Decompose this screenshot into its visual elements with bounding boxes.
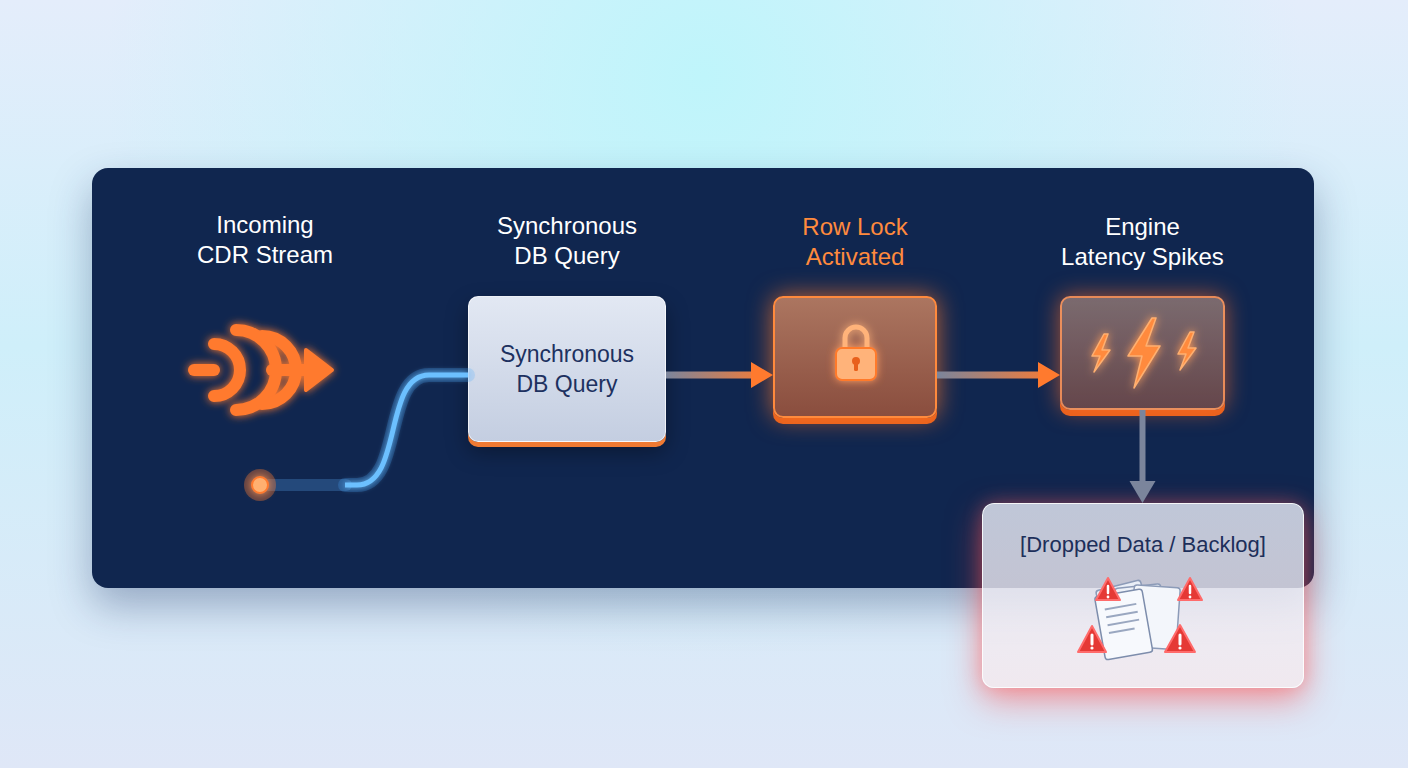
signal-icon [194,330,332,410]
backlog-box: [Dropped Data / Backlog] [982,503,1304,688]
stage-heading: Incoming CDR Stream [195,210,335,270]
connector-arrow [937,362,1060,388]
process-box: Synchronous DB QuerySynchronous DB Query [468,296,666,442]
connector-line [1140,410,1146,481]
stream-lead [268,479,346,491]
latency-box: Engine Latency Spikes [1060,296,1225,410]
connector-glow [345,375,468,485]
arrow-head [1038,362,1060,388]
warning-icon [1078,578,1202,652]
source-dot-glow [244,469,276,501]
connector-arrow [345,375,468,485]
stage-heading: Row Lock Activated [780,212,930,272]
connector-arrow [1130,410,1156,503]
box-body: Synchronous DB Query [469,297,665,441]
lock-icon [836,327,876,380]
box-label: Synchronous DB Query [482,339,652,399]
arrow-head [751,362,773,388]
document-stack [1094,580,1180,660]
connector-line [345,375,468,485]
stage-heading: Synchronous DB Query [487,211,647,271]
connector-line [937,372,1038,379]
stream-lead [268,483,346,488]
box-body: [Dropped Data / Backlog] [983,532,1303,558]
box-label: [Dropped Data / Backlog] [988,532,1298,558]
lightning-icon [1092,318,1196,388]
connector-line [666,372,751,379]
stream-source: Incoming CDR Stream [185,300,345,500]
source-dot [252,477,268,493]
stage-heading: Engine Latency Spikes [1061,212,1225,272]
lock-box: Row Lock Activated [773,296,937,418]
arrow-head [1130,481,1156,503]
connector-arrow [666,362,773,388]
